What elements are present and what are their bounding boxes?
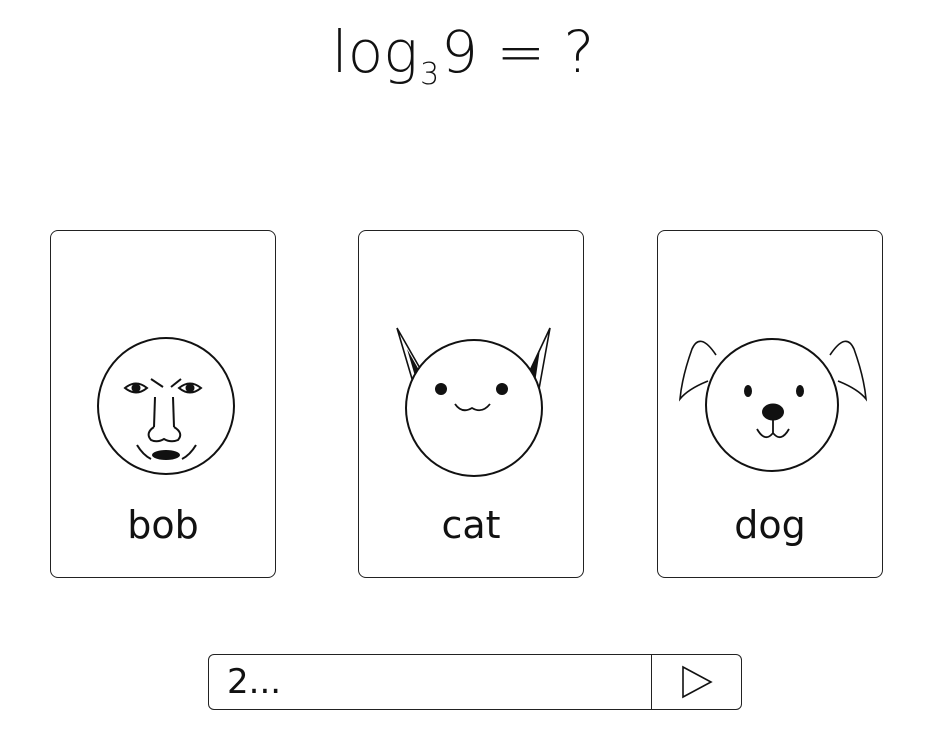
question-text: log39 = ?	[0, 18, 926, 93]
answer-bar	[208, 654, 742, 710]
card-label: cat	[441, 503, 501, 547]
log-base: 3	[420, 57, 440, 92]
question-suffix: = ?	[496, 18, 595, 86]
card-bob[interactable]: bob	[50, 230, 276, 578]
card-label: dog	[734, 503, 806, 547]
submit-button[interactable]	[651, 655, 741, 709]
log-argument: 9	[441, 18, 479, 86]
dog-face-icon	[678, 338, 868, 472]
human-face-icon	[97, 337, 235, 475]
cat-face-icon	[396, 327, 551, 477]
answer-input[interactable]	[209, 655, 651, 709]
card-dog[interactable]: dog	[657, 230, 883, 578]
card-cat[interactable]: cat	[358, 230, 584, 578]
log-prefix: log	[331, 18, 419, 86]
card-label: bob	[127, 503, 199, 547]
play-triangle-icon	[681, 665, 713, 699]
